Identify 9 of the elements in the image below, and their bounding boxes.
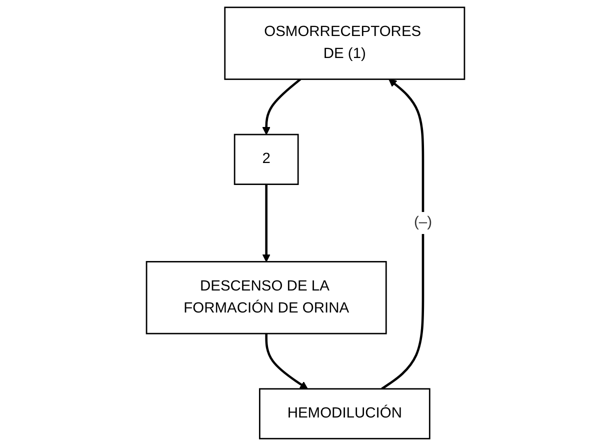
arrow	[262, 78, 302, 135]
node-box: 2	[234, 134, 299, 185]
arrow	[262, 184, 270, 262]
arrow	[381, 78, 424, 390]
edge-label: (–)	[414, 214, 432, 230]
node-box: HEMODILUCIÓN	[259, 388, 430, 440]
node-box: DESCENSO DE LA FORMACIÓN DE ORINA	[146, 261, 387, 334]
node-box: OSMORRECEPTORES DE (1)	[224, 6, 466, 80]
arrow	[265, 334, 308, 390]
